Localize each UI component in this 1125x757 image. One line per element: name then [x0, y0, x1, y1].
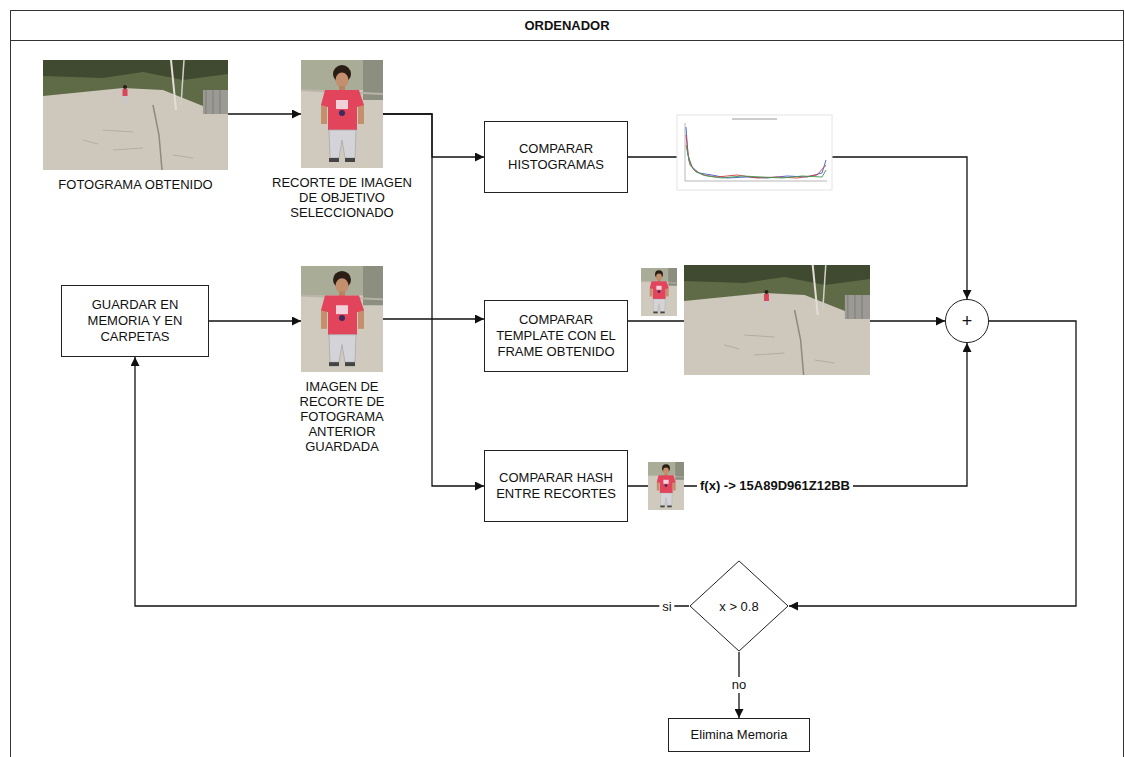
- node-text: +: [962, 312, 973, 330]
- flow-arrow: [383, 114, 484, 157]
- decision-diamond: x > 0.8: [689, 560, 789, 652]
- saved-crop-node: IMAGEN DE RECORTE DE FOTOGRAMA ANTERIOR …: [301, 266, 383, 372]
- flow-arrow: [383, 318, 484, 319]
- flow-arrow: [209, 320, 301, 321]
- crop-illustration: [301, 266, 383, 372]
- process-box: COMPARAR HISTOGRAMAS: [484, 121, 628, 193]
- node-text: COMPARAR HISTOGRAMAS: [491, 141, 621, 173]
- hash-thumbnail: [648, 462, 684, 510]
- caption-text: RECORTE DE IMAGEN DE OBJETIVO SELECCIONA…: [272, 175, 412, 220]
- caption-text: IMAGEN DE RECORTE DE FOTOGRAMA ANTERIOR …: [292, 379, 392, 454]
- sum-junction: +: [945, 299, 989, 343]
- frame-illustration: [684, 265, 870, 375]
- process-box: COMPARAR HASH ENTRE RECORTES: [484, 450, 628, 522]
- edge-label: no: [729, 677, 749, 693]
- node-text: COMPARAR TEMPLATE CON EL FRAME OBTENIDO: [491, 312, 621, 360]
- node-text: COMPARAR HASH ENTRE RECORTES: [491, 470, 621, 502]
- flow-arrow: [383, 114, 484, 486]
- frame-band: ORDENADOR FOTOGRAMA OBTENIDO RECORTE DE IM…: [10, 10, 1124, 757]
- node-text: Elimina Memoria: [691, 727, 788, 743]
- template-thumbnail: [641, 268, 677, 316]
- edge-label: si: [659, 599, 674, 615]
- crop-illustration: [301, 60, 383, 168]
- image-caption: RECORTE DE IMAGEN DE OBJETIVO SELECCIONA…: [272, 175, 412, 220]
- flow-arrow: [135, 357, 689, 606]
- diamond-shape: [690, 561, 788, 651]
- crop-node: RECORTE DE IMAGEN DE OBJETIVO SELECCIONA…: [301, 60, 383, 168]
- process-box: Elimina Memoria: [668, 718, 810, 752]
- band-title: ORDENADOR: [524, 18, 609, 33]
- image-caption: FOTOGRAMA OBTENIDO: [36, 177, 236, 192]
- histogram-chart: [677, 115, 832, 190]
- circle-shape: [945, 299, 988, 342]
- caption-text: FOTOGRAMA OBTENIDO: [36, 177, 236, 192]
- node-text: x > 0.8: [719, 599, 758, 614]
- node-text: GUARDAR EN MEMORIA Y EN CARPETAS: [68, 297, 202, 345]
- image-caption: IMAGEN DE RECORTE DE FOTOGRAMA ANTERIOR …: [292, 379, 392, 454]
- band-header: ORDENADOR: [11, 11, 1123, 41]
- formula-label: f(x) -> 15A89D961Z12BB: [697, 478, 853, 494]
- flow-arrow: [228, 113, 301, 114]
- photo-node: FOTOGRAMA OBTENIDO: [43, 60, 228, 170]
- process-box: COMPARAR TEMPLATE CON EL FRAME OBTENIDO: [484, 300, 628, 372]
- process-box: GUARDAR EN MEMORIA Y EN CARPETAS: [61, 285, 209, 357]
- photo-illustration: [43, 60, 228, 170]
